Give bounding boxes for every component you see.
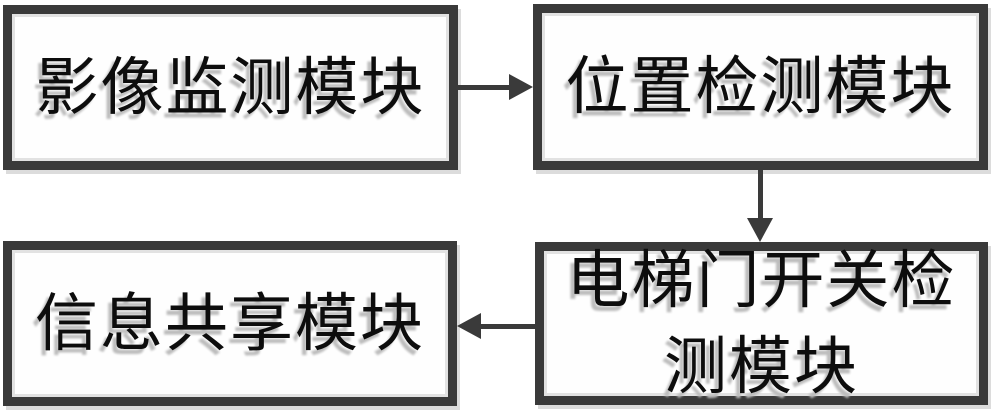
node-image-monitoring: 影像监测模块: [3, 5, 458, 170]
arrow-position-to-door-line: [758, 170, 763, 222]
arrow-image-to-position-line: [458, 85, 513, 90]
arrow-down-icon: [747, 218, 773, 242]
node-door-detection: 电梯门开关检 测模块: [535, 242, 988, 405]
arrow-door-to-info-line: [478, 324, 535, 329]
node-position-detection-label: 位置检测模块: [565, 52, 956, 122]
node-door-detection-label: 电梯门开关检 测模块: [566, 245, 957, 402]
node-position-detection: 位置检测模块: [533, 4, 988, 170]
node-info-sharing: 信息共享模块: [3, 241, 457, 406]
arrow-left-icon: [457, 313, 481, 339]
arrow-right-icon: [509, 74, 533, 100]
node-image-monitoring-label: 影像监测模块: [35, 52, 426, 123]
node-info-sharing-label: 信息共享模块: [35, 288, 425, 359]
